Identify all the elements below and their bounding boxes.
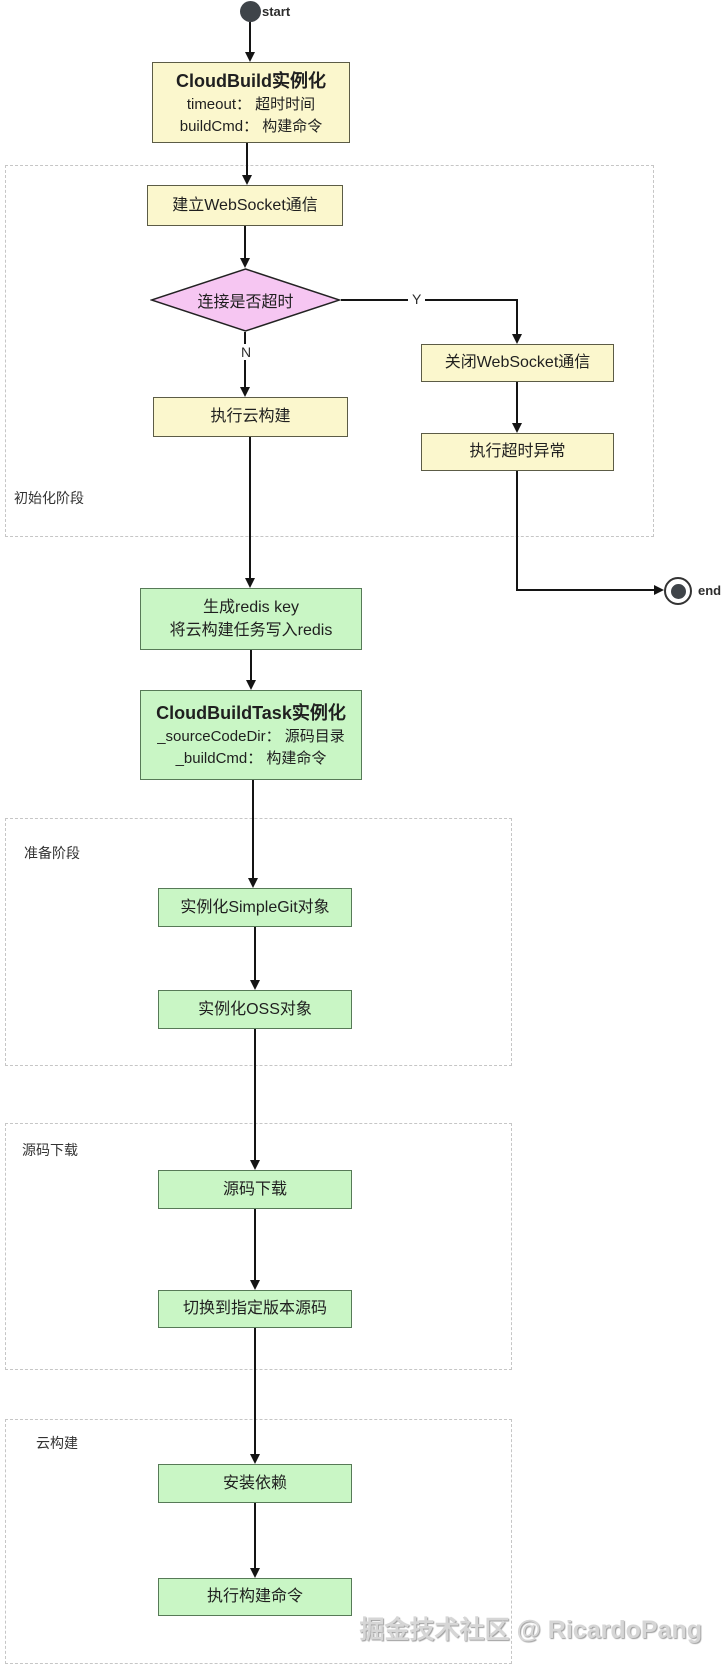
start-node (240, 1, 261, 22)
node-download-source-label: 源码下载 (222, 1180, 287, 1198)
edge-decision-yes-branch-v (516, 299, 518, 334)
node-cloudbuild-init: CloudBuild实例化 timeout： 超时时间 buildCmd： 构建… (152, 62, 350, 143)
arrow-head (250, 980, 260, 990)
node-cloudbuildtask-init: CloudBuildTask实例化 _sourceCodeDir： 源码目录 _… (140, 690, 362, 780)
arrow-head (242, 175, 252, 185)
region-cloud-build-phase (5, 1419, 512, 1664)
edge-task-to-simplegit (252, 780, 254, 878)
node-exec-timeout-exception-label: 执行超时异常 (469, 443, 566, 461)
arrow-head (245, 52, 255, 62)
node-cloudbuild-init-field-buildcmd: buildCmd： 构建命令 (179, 117, 323, 135)
node-exec-cloud-build-label: 执行云构建 (210, 408, 291, 426)
arrow-head (248, 878, 258, 888)
node-checkout-version: 切换到指定版本源码 (158, 1290, 352, 1328)
region-label-prepare-phase: 准备阶段 (24, 845, 80, 861)
edge-cloudbuild-to-websocket (246, 143, 248, 175)
node-exec-build-command: 执行构建命令 (158, 1578, 352, 1616)
edge-oss-to-download (254, 1029, 256, 1160)
arrow-head (246, 680, 256, 690)
end-label: end (698, 583, 722, 598)
node-init-simplegit-label: 实例化SimpleGit对象 (180, 898, 330, 916)
edge-decision-yes-branch-h (341, 299, 517, 301)
edge-redis-to-task (250, 650, 252, 680)
node-write-redis-line2: 将云构建任务写入redis (169, 622, 333, 639)
node-establish-websocket-label: 建立WebSocket通信 (172, 196, 318, 214)
edge-exception-to-end-v (516, 471, 518, 591)
node-write-redis-line1: 生成redis key (202, 598, 300, 616)
edge-cloudbuildexec-to-redis (249, 437, 251, 578)
decision-diamond-shape (150, 268, 341, 332)
node-init-simplegit: 实例化SimpleGit对象 (158, 888, 352, 927)
node-install-dependencies: 安装依赖 (158, 1464, 352, 1503)
edge-install-to-build (254, 1503, 256, 1568)
node-exec-cloud-build: 执行云构建 (153, 397, 348, 437)
edge-start-to-cloudbuild (249, 22, 251, 52)
arrow-head (250, 1454, 260, 1464)
node-exec-build-command-label: 执行构建命令 (206, 1588, 303, 1606)
arrow-head (512, 334, 522, 344)
arrow-head (245, 578, 255, 588)
node-exec-timeout-exception: 执行超时异常 (421, 433, 614, 471)
region-label-source-download-phase: 源码下载 (22, 1142, 78, 1158)
node-init-oss: 实例化OSS对象 (158, 990, 352, 1029)
edge-download-to-checkout (254, 1209, 256, 1280)
node-connection-timeout-decision: 连接是否超时 (150, 268, 341, 332)
arrow-head (512, 423, 522, 433)
start-label: start (262, 4, 291, 19)
node-establish-websocket: 建立WebSocket通信 (147, 185, 343, 226)
arrow-head (250, 1568, 260, 1578)
edge-checkout-to-install (254, 1328, 256, 1454)
end-node-inner-dot (670, 583, 686, 599)
node-download-source: 源码下载 (158, 1170, 352, 1209)
end-node (664, 577, 692, 605)
arrow-head (250, 1160, 260, 1170)
node-cloudbuild-init-field-timeout: timeout： 超时时间 (186, 95, 316, 113)
edge-closews-to-exception (516, 382, 518, 423)
region-init-phase (5, 165, 654, 537)
node-close-websocket-label: 关闭WebSocket通信 (444, 354, 591, 372)
edge-simplegit-to-oss (254, 927, 256, 980)
region-label-init-phase: 初始化阶段 (14, 490, 84, 506)
watermark: 掘金技术社区 @ RicardoPang (359, 1616, 702, 1644)
node-cloudbuildtask-init-field-buildcmd: _buildCmd： 构建命令 (175, 750, 327, 768)
arrow-head (654, 585, 664, 595)
node-close-websocket: 关闭WebSocket通信 (421, 344, 614, 382)
node-checkout-version-label: 切换到指定版本源码 (182, 1300, 327, 1318)
branch-label-no: N (237, 344, 256, 360)
node-connection-timeout-decision-label: 连接是否超时 (197, 294, 294, 311)
node-cloudbuildtask-init-title: CloudBuildTask实例化 (156, 703, 346, 724)
node-init-oss-label: 实例化OSS对象 (198, 1000, 312, 1018)
region-label-cloud-build-phase: 云构建 (36, 1435, 78, 1451)
node-install-dependencies-label: 安装依赖 (222, 1474, 287, 1492)
node-cloudbuild-init-title: CloudBuild实例化 (176, 70, 326, 91)
arrow-head (250, 1280, 260, 1290)
branch-label-yes: Y (408, 291, 426, 307)
arrow-head (240, 258, 250, 268)
edge-exception-to-end-h (516, 589, 654, 591)
region-prepare-phase (5, 818, 512, 1066)
arrow-head (240, 387, 250, 397)
region-source-download-phase (5, 1123, 512, 1370)
node-write-redis: 生成redis key 将云构建任务写入redis (140, 588, 362, 650)
node-cloudbuildtask-init-field-sourcecodedir: _sourceCodeDir： 源码目录 (157, 728, 345, 746)
edge-websocket-to-decision (244, 226, 246, 258)
